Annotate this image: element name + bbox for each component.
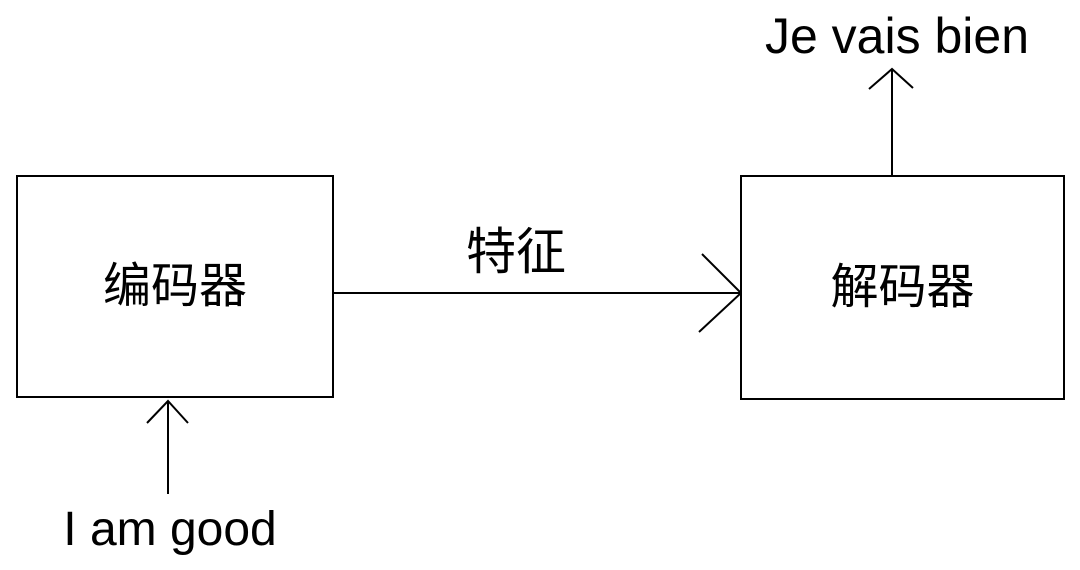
input-text-label: I am good <box>63 503 277 556</box>
decoder-node: 解码器 <box>740 175 1065 400</box>
input-arrow <box>146 399 189 494</box>
input-arrowhead-icon <box>146 399 189 424</box>
output-text-label: Je vais bien <box>764 8 1030 64</box>
feature-edge-label: 特征 <box>466 224 566 280</box>
encoder-label: 编码器 <box>102 259 247 313</box>
output-arrow <box>868 67 914 175</box>
encoder-node: 编码器 <box>16 175 334 398</box>
decoder-label: 解码器 <box>830 260 975 314</box>
output-arrowhead-icon <box>868 67 914 90</box>
